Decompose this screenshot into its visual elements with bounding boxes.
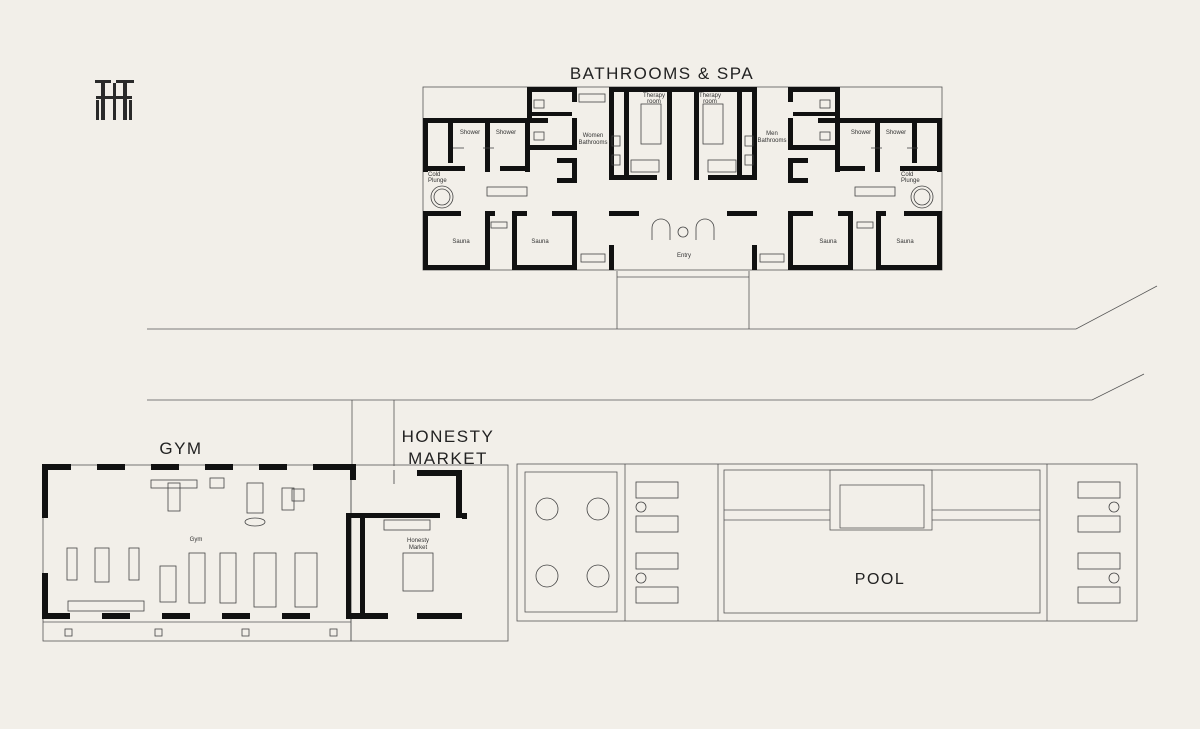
- men-bathrooms-label: Men: [766, 131, 778, 137]
- spa-section-title: BATHROOMS & SPA: [570, 64, 754, 83]
- sauna-label: Sauna: [531, 239, 549, 245]
- honesty-market-label-2: Market: [409, 545, 428, 551]
- men-bathrooms-label-2: Bathrooms: [757, 138, 786, 144]
- shower-label: Shower: [851, 130, 871, 136]
- cold-plunge-label: Cold: [901, 172, 913, 178]
- women-bathrooms-label-2: Bathrooms: [578, 140, 607, 146]
- gym-label: Gym: [190, 537, 203, 543]
- cold-plunge-label: Cold: [428, 172, 440, 178]
- pool-area: POOL: [516, 463, 1138, 622]
- market-section-title-line2: MARKET: [408, 449, 488, 468]
- therapy-room-label-2: room: [703, 99, 717, 105]
- gym-building: Gym: [42, 464, 356, 642]
- entry-label: Entry: [677, 253, 691, 259]
- shower-label: Shower: [496, 130, 516, 136]
- cold-plunge-label-2: Plunge: [428, 178, 447, 184]
- therapy-room-label: Therapy: [699, 93, 721, 99]
- sauna-label: Sauna: [819, 239, 837, 245]
- spa-building: Therapy room Therapy room Women Bathroom…: [422, 86, 943, 271]
- gym-section-title: GYM: [159, 439, 202, 458]
- pool-label: POOL: [855, 571, 905, 588]
- shower-label: Shower: [460, 130, 480, 136]
- monogram-logo-icon: [95, 80, 134, 120]
- road-lines: [147, 271, 1158, 466]
- honesty-market-label: Honesty: [407, 538, 429, 544]
- market-section-title-line1: HONESTY: [402, 427, 495, 446]
- market-building: Honesty Market: [346, 464, 509, 642]
- cold-plunge-label-2: Plunge: [901, 178, 920, 184]
- therapy-room-label-2: room: [647, 99, 661, 105]
- sauna-label: Sauna: [896, 239, 914, 245]
- sauna-label: Sauna: [452, 239, 470, 245]
- therapy-room-label: Therapy: [643, 93, 665, 99]
- shower-label: Shower: [886, 130, 906, 136]
- women-bathrooms-label: Women: [583, 133, 604, 139]
